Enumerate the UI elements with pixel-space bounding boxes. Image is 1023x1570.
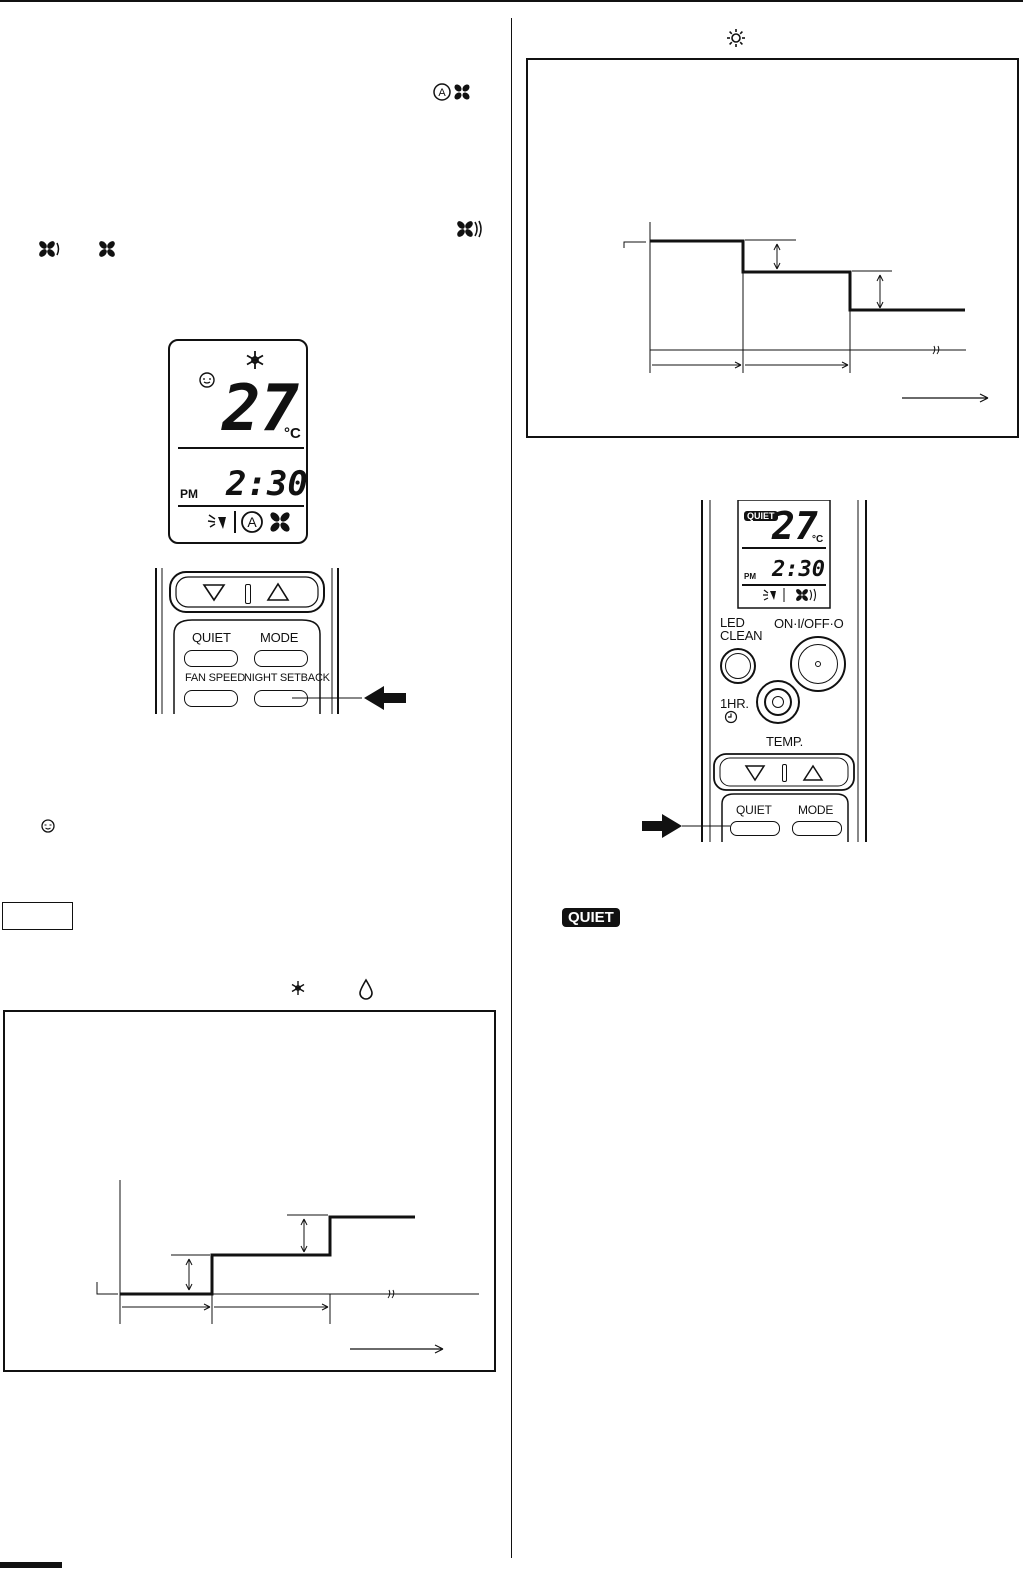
top-rule	[0, 0, 1023, 2]
fan-low-icon	[454, 84, 470, 100]
temp-up-button[interactable]	[266, 582, 290, 602]
fan-medium-icon	[39, 241, 60, 257]
swing-fan-icons	[763, 588, 817, 602]
mode-label: MODE	[798, 803, 834, 817]
mode-button[interactable]	[792, 821, 842, 836]
remote-illustration: QUIET MODE FAN SPEED NIGHT SETBACK	[152, 568, 342, 714]
temp-label: TEMP.	[766, 734, 804, 749]
temp-down-button[interactable]	[744, 764, 766, 782]
quiet-badge: QUIET	[562, 908, 620, 927]
temp-divider	[245, 584, 251, 604]
heating-step-graph	[623, 222, 989, 403]
quiet-label: QUIET	[736, 803, 772, 817]
timer-clock-icon	[724, 710, 738, 724]
lcd-display: 27 °C PM 2:30 A	[168, 339, 308, 544]
fan-speed-label: FAN SPEED	[185, 672, 245, 684]
auto-icon: A	[433, 83, 451, 101]
night-setback-label: NIGHT SETBACK	[244, 672, 330, 684]
fan-speed-button[interactable]	[184, 690, 238, 707]
auto-fan-icons: A	[433, 83, 470, 101]
drop-icon	[359, 978, 373, 1000]
svg-text:A: A	[247, 514, 257, 530]
temp-up-button[interactable]	[802, 764, 824, 782]
temperature-unit: °C	[812, 534, 824, 545]
pointer-arrow-icon	[292, 686, 406, 710]
fan-low-icon	[99, 241, 115, 257]
quiet-button[interactable]	[184, 650, 238, 667]
remote-right-body	[701, 500, 867, 842]
svg-text:A: A	[438, 87, 446, 99]
lcd-divider	[178, 505, 304, 507]
temp-divider	[782, 764, 787, 782]
remote-illustration-right: QUIET 27 °C PM 2:30 LED CLEAN ON·I/OFF·O…	[700, 500, 868, 842]
auto-fan-indicator: A	[241, 511, 290, 533]
power-button[interactable]	[790, 636, 846, 692]
time-readout: 2:30	[226, 464, 308, 504]
temperature-readout: 27	[772, 504, 818, 548]
cooling-step-graph	[96, 1180, 479, 1354]
time-readout: 2:30	[772, 557, 825, 582]
snowflake-icon	[246, 351, 264, 369]
temp-down-button[interactable]	[202, 582, 226, 602]
led-clean-button[interactable]	[720, 648, 756, 684]
lcd-divider	[178, 447, 304, 449]
time-period: PM	[744, 572, 756, 581]
quiet-button[interactable]	[730, 821, 780, 836]
mode-button[interactable]	[254, 650, 308, 667]
led-clean-label: LED CLEAN	[720, 615, 763, 643]
snowflake-icon	[291, 981, 305, 995]
pointer-arrow-icon	[642, 814, 730, 838]
footer-bar	[0, 1562, 62, 1568]
on-off-label: ON·I/OFF·O	[774, 616, 844, 631]
one-hr-button[interactable]	[756, 680, 800, 724]
sun-icon	[727, 29, 745, 47]
remote-body	[155, 568, 339, 714]
lcd-divider	[742, 547, 826, 549]
temperature-readout: 27	[222, 372, 300, 446]
sleep-face-icon	[199, 372, 215, 388]
quiet-indicator: QUIET	[744, 511, 778, 521]
note-box	[2, 902, 73, 930]
time-period: PM	[180, 487, 198, 501]
quiet-label: QUIET	[192, 630, 231, 645]
column-divider	[511, 18, 512, 1558]
lcd-divider	[742, 584, 826, 586]
swing-icon	[207, 514, 226, 529]
temperature-unit: °C	[284, 425, 301, 442]
cooling-graph-box	[3, 1010, 496, 1372]
heating-graph-box	[526, 58, 1019, 438]
mode-label: MODE	[260, 630, 299, 645]
sleep-face-icon	[41, 819, 55, 833]
lcd-sep	[234, 511, 236, 533]
one-hr-label: 1HR.	[720, 696, 749, 711]
fan-high-icon	[457, 220, 482, 238]
